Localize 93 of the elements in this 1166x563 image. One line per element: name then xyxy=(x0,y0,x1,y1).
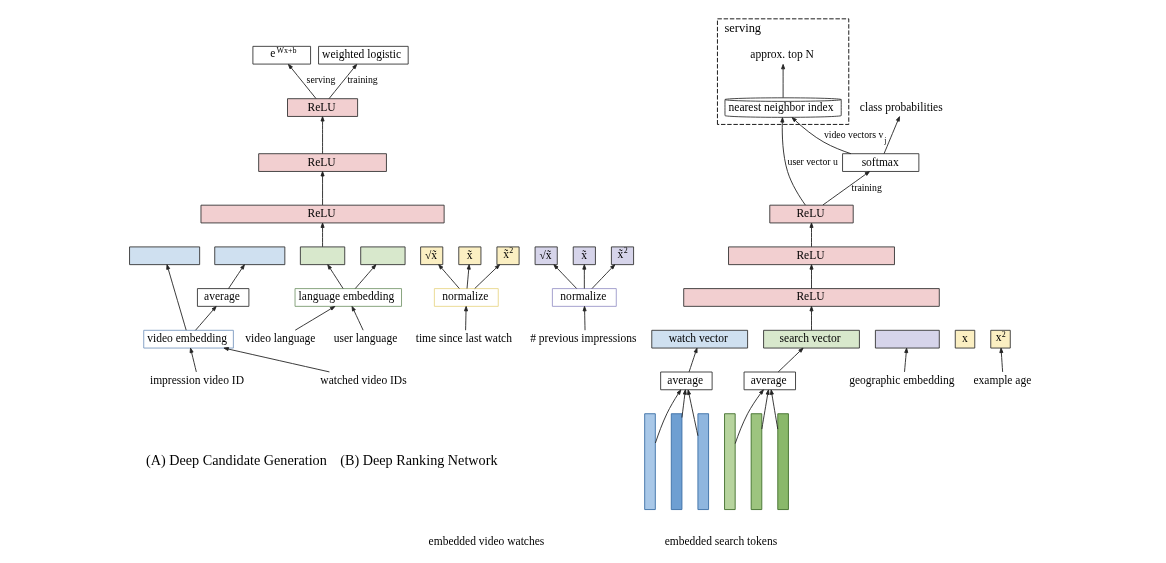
node-text: geographic embedding xyxy=(849,373,955,386)
node-bar xyxy=(777,413,789,510)
arrow xyxy=(228,264,245,289)
arrow xyxy=(582,264,587,289)
node-bar xyxy=(750,413,763,510)
node-box: √x̃ xyxy=(420,246,444,266)
node-text: time since last watch xyxy=(415,332,512,345)
node-box: √x̃ xyxy=(534,246,558,266)
arrow xyxy=(791,117,852,155)
node-box: ReLU xyxy=(258,153,387,172)
arrow xyxy=(883,116,900,155)
label: embedded search tokens xyxy=(664,535,778,548)
node-box: normalize xyxy=(433,288,499,307)
node-box: normalize xyxy=(551,288,617,307)
node-box xyxy=(874,329,940,349)
arrow xyxy=(223,347,330,373)
node-box: softmax xyxy=(842,153,920,172)
edge-label: user vector u xyxy=(787,156,838,168)
node-box: x̃$^{2}$ xyxy=(496,246,520,266)
node-bar xyxy=(724,413,736,510)
arrow xyxy=(287,63,317,99)
arrow xyxy=(351,306,364,331)
edge-label: video vectors v$_{j}$ xyxy=(823,129,887,145)
arrow xyxy=(809,306,814,331)
arrow xyxy=(687,389,699,437)
node-text: watched video IDs xyxy=(320,373,407,386)
node-box: average xyxy=(197,288,250,307)
arrow xyxy=(777,347,804,373)
edge-label: training xyxy=(851,181,882,193)
arrow xyxy=(166,264,187,331)
arrow xyxy=(591,264,616,289)
arrow xyxy=(553,264,578,289)
arrow xyxy=(195,306,217,331)
arrow xyxy=(761,389,770,430)
node-box: weighted logistic xyxy=(318,45,409,65)
node-text: class probabilities xyxy=(859,100,943,113)
node-box xyxy=(214,246,286,266)
arrow xyxy=(809,222,814,248)
node-bar xyxy=(670,413,683,510)
node-box: e$^{Wx+b}$ xyxy=(252,45,311,65)
node-box: ReLU xyxy=(728,246,895,266)
arrow xyxy=(328,63,358,99)
node-box: ReLU xyxy=(287,98,359,117)
node-box: ReLU xyxy=(769,204,854,224)
arrow xyxy=(474,264,501,289)
label: (B) Deep Ranking Network xyxy=(340,452,498,469)
node-text: # previous impressions xyxy=(530,332,637,345)
node-text: example age xyxy=(973,373,1032,386)
node-box: x̃ xyxy=(572,246,596,266)
arrow xyxy=(354,264,377,289)
arrow xyxy=(688,347,698,373)
arrow xyxy=(822,171,870,206)
node-bar xyxy=(644,413,656,510)
node-text: approx. top N xyxy=(750,48,814,61)
node-box: search vector xyxy=(763,329,860,349)
arrow xyxy=(769,389,779,430)
node-text: impression video ID xyxy=(149,373,244,386)
node-box: x$^{2}$ xyxy=(990,329,1011,349)
node-box: x xyxy=(954,329,976,349)
node-text: user language xyxy=(333,332,398,345)
edge-label: training xyxy=(347,74,378,86)
arrow xyxy=(809,264,814,289)
arrow xyxy=(320,116,325,155)
arrow xyxy=(904,347,909,373)
arrow xyxy=(464,306,469,331)
arrow xyxy=(780,117,806,206)
node-box: average xyxy=(660,371,713,391)
node-box xyxy=(360,246,406,266)
node-text: video language xyxy=(245,332,316,345)
arrow xyxy=(466,264,471,289)
node-box: language embedding xyxy=(294,288,402,307)
arrow xyxy=(320,222,325,248)
arrow xyxy=(320,171,325,206)
node-box: x̃ xyxy=(458,246,482,266)
arrow xyxy=(327,264,344,289)
node-box: x̃$^{2}$ xyxy=(610,246,635,266)
node-box: ReLU xyxy=(200,204,445,224)
arrow xyxy=(681,389,687,418)
node-box xyxy=(129,246,201,266)
arrow xyxy=(438,264,460,289)
arrow xyxy=(294,306,336,331)
node-box: ReLU xyxy=(683,288,940,307)
label: embedded video watches xyxy=(428,535,545,548)
arrow xyxy=(999,347,1004,373)
arrow xyxy=(582,306,587,331)
node-box: average xyxy=(743,371,796,391)
arrow xyxy=(781,63,786,99)
node-bar xyxy=(697,413,709,510)
edge-label: serving xyxy=(306,74,336,86)
node-box: watch vector xyxy=(651,329,749,349)
label: (A) Deep Candidate Generation xyxy=(145,452,327,469)
arrow xyxy=(189,347,197,373)
node-box xyxy=(299,246,346,266)
